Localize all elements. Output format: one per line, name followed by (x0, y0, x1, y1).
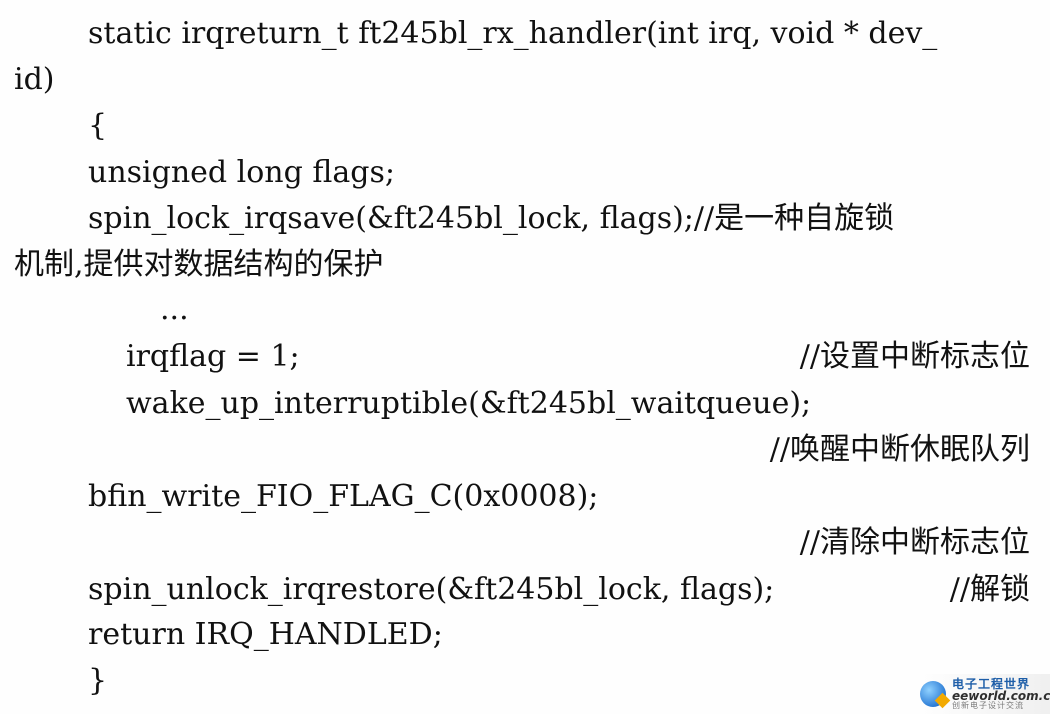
code-line-irqflag: irqflag = 1; (126, 339, 300, 374)
code-line-3: { (88, 108, 108, 143)
code-comment-set-irq-flag: //设置中断标志位 (799, 339, 1030, 374)
code-line-return: return IRQ_HANDLED; (88, 617, 443, 652)
code-comment-unlock: //解锁 (949, 572, 1030, 607)
code-line-unlock: spin_unlock_irqrestore(&ft245bl_lock, fl… (88, 572, 775, 607)
watermark-en: eeworld.com.cn (952, 689, 1050, 703)
code-line-close-brace: } (88, 663, 108, 698)
code-line-1: static irqreturn_t ft245bl_rx_handler(in… (88, 16, 938, 51)
watermark-cn: 电子工程世界 (952, 677, 1031, 691)
eeworld-logo-icon (920, 681, 946, 707)
watermark-logo: 电子工程世界 eeworld.com.cn 创新电子设计交流 (920, 674, 1050, 714)
watermark-sub: 创新电子设计交流 (952, 701, 1024, 710)
code-comment-wake-queue: //唤醒中断休眠队列 (769, 432, 1030, 467)
code-line-ellipsis: ... (160, 292, 189, 327)
code-line-6: 机制,提供对数据结构的保护 (14, 247, 384, 282)
code-line-bfin-write: bfin_write_FIO_FLAG_C(0x0008); (88, 479, 599, 514)
code-line-5: spin_lock_irqsave(&ft245bl_lock, flags);… (88, 201, 895, 236)
code-line-4: unsigned long flags; (88, 155, 395, 190)
code-line-wakeup: wake_up_interruptible(&ft245bl_waitqueue… (126, 386, 812, 421)
watermark-text: 电子工程世界 eeworld.com.cn 创新电子设计交流 (952, 678, 1050, 710)
code-comment-clear-flag: //清除中断标志位 (799, 525, 1030, 560)
code-line-2: id) (14, 62, 55, 97)
